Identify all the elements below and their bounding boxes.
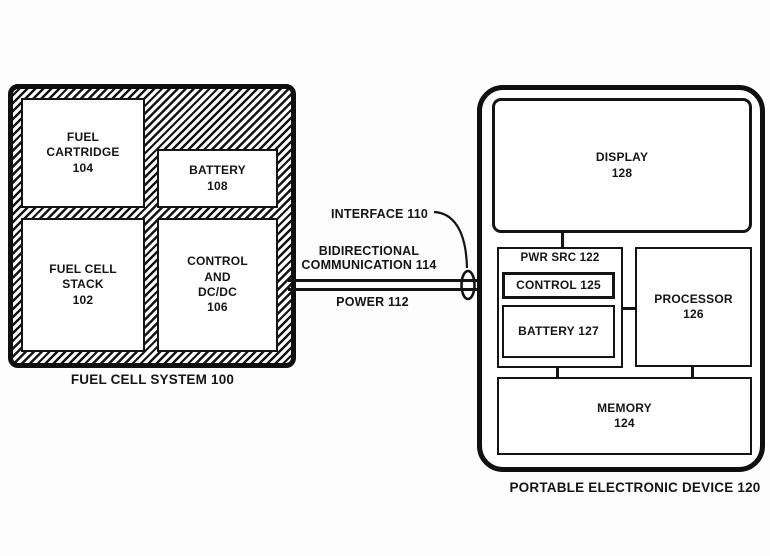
battery-108-label: BATTERY 108: [189, 163, 246, 193]
power-label: POWER 112: [336, 295, 409, 309]
processor-box: PROCESSOR 126: [635, 247, 752, 367]
pwrsrc-to-processor-connector: [623, 307, 635, 310]
control-125-box: CONTROL 125: [502, 272, 615, 299]
power-line: [288, 288, 504, 291]
fuel-cell-system-caption: FUEL CELL SYSTEM 100: [70, 372, 235, 387]
processor-label: PROCESSOR 126: [654, 291, 733, 321]
battery-127-box: BATTERY 127: [502, 305, 615, 358]
fuel-cartridge-label: FUEL CARTRIDGE 104: [46, 129, 120, 175]
pwr-src-label: PWR SRC 122: [520, 252, 600, 264]
processor-to-memory-connector: [691, 367, 694, 377]
display-label: DISPLAY 128: [595, 150, 649, 180]
control-125-label: CONTROL 125: [516, 277, 601, 292]
fuel-cell-stack-label: FUEL CELL STACK 102: [49, 261, 117, 307]
portable-device-caption: PORTABLE ELECTRONIC DEVICE 120: [509, 480, 761, 495]
display-to-pwrsrc-connector: [561, 233, 564, 247]
interface-label: INTERFACE 110: [330, 207, 429, 221]
interface-ellipse-icon: [460, 269, 476, 301]
control-dcdc-box: CONTROL AND DC/DC 106: [157, 218, 278, 352]
bidirectional-communication-label: BIDIRECTIONAL COMMUNICATION 114: [301, 244, 437, 272]
memory-box: MEMORY 124: [497, 377, 752, 455]
memory-label: MEMORY 124: [597, 400, 652, 430]
fuel-cell-stack-box: FUEL CELL STACK 102: [21, 218, 145, 352]
bidirectional-communication-line: [288, 279, 504, 282]
pwrsrc-to-memory-connector: [556, 368, 559, 377]
control-dcdc-label: CONTROL AND DC/DC 106: [187, 254, 248, 315]
display-box: DISPLAY 128: [492, 98, 752, 233]
fuel-cartridge-box: FUEL CARTRIDGE 104: [21, 98, 145, 208]
battery-108-box: BATTERY 108: [157, 149, 278, 208]
battery-127-label: BATTERY 127: [518, 323, 599, 338]
